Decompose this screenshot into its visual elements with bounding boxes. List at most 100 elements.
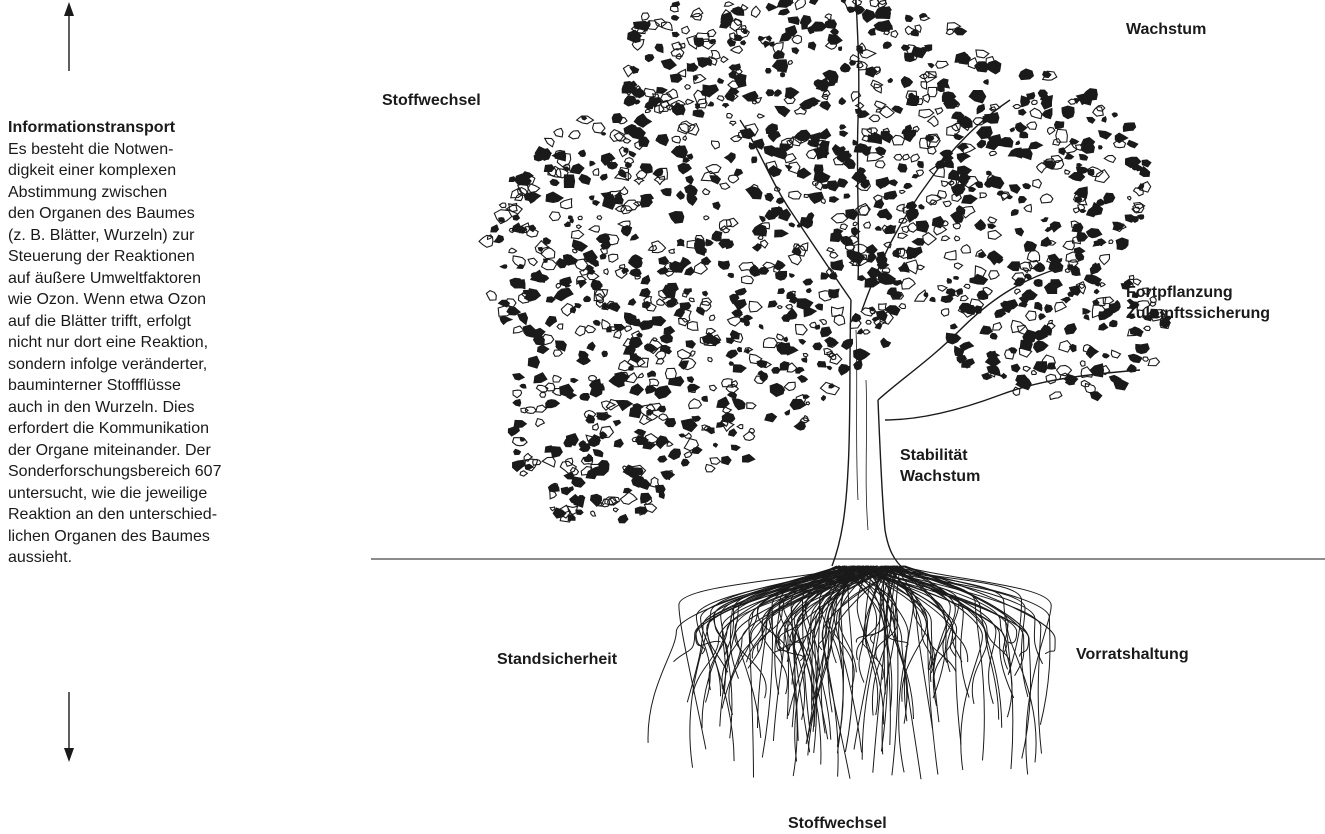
leaf-cluster xyxy=(900,190,905,193)
leaf-cluster xyxy=(641,275,650,284)
leaf-cluster xyxy=(763,41,769,47)
leaf-cluster xyxy=(806,402,809,405)
leaf-cluster xyxy=(741,29,745,33)
leaf-cluster xyxy=(499,218,505,222)
leaf-cluster xyxy=(827,181,839,191)
leaf-cluster xyxy=(829,289,839,298)
leaf-cluster xyxy=(767,193,772,196)
label-reproduction-line-1: Fortpflanzung xyxy=(1126,282,1270,303)
leaf-cluster xyxy=(633,404,643,411)
leaf-cluster xyxy=(1080,361,1085,367)
leaf-cluster xyxy=(1097,239,1105,246)
leaf-cluster xyxy=(876,109,881,112)
leaf-cluster xyxy=(536,405,547,412)
leaf-cluster xyxy=(858,276,865,281)
leaf-cluster xyxy=(788,17,799,25)
leaf-cluster xyxy=(893,292,902,299)
label-reproduction-line-2: Zukunftssicherung xyxy=(1126,303,1270,324)
leaf-cluster xyxy=(636,94,641,98)
leaf-cluster xyxy=(507,307,516,314)
leaf-cluster xyxy=(684,433,691,438)
leaf-cluster xyxy=(672,16,679,21)
leaf-cluster xyxy=(1087,229,1102,238)
leaf-cluster xyxy=(854,349,870,361)
leaf-cluster xyxy=(735,169,743,176)
leaf-cluster xyxy=(737,347,741,351)
leaf-cluster xyxy=(892,135,905,145)
leaf-cluster xyxy=(822,94,828,99)
leaf-cluster xyxy=(941,309,949,316)
leaf-cluster xyxy=(1010,185,1021,194)
leaf-cluster xyxy=(669,249,675,253)
leaf-cluster xyxy=(875,226,881,230)
leaf-cluster xyxy=(853,140,857,145)
leaf-cluster xyxy=(753,244,761,251)
leaf-cluster xyxy=(1099,323,1108,330)
leaf-cluster xyxy=(841,0,845,3)
leaf-cluster xyxy=(561,199,572,209)
leaf-cluster xyxy=(655,386,671,399)
leaf-cluster xyxy=(726,350,737,358)
leaf-cluster xyxy=(789,191,802,199)
leaf-cluster xyxy=(1055,121,1064,128)
leaf-cluster xyxy=(920,14,927,18)
leaf-cluster xyxy=(629,338,642,349)
leaf-cluster xyxy=(632,474,637,478)
leaf-cluster xyxy=(810,322,817,328)
leaf-cluster xyxy=(540,392,546,397)
leaf-cluster xyxy=(1130,327,1142,336)
leaf-cluster xyxy=(676,103,680,108)
leaf-cluster xyxy=(584,454,592,461)
leaf-cluster xyxy=(579,174,591,184)
leaf-cluster xyxy=(725,153,735,163)
leaf-cluster xyxy=(761,240,768,248)
leaf-cluster xyxy=(685,267,695,275)
leaf-cluster xyxy=(501,265,507,268)
leaf-cluster xyxy=(760,216,765,222)
leaf-cluster xyxy=(828,35,842,45)
leaf-cluster xyxy=(577,280,586,287)
leaf-cluster xyxy=(831,214,847,223)
leaf-cluster xyxy=(710,315,715,320)
leaf-cluster xyxy=(741,41,746,45)
leaf-cluster xyxy=(618,515,628,523)
leaf-cluster xyxy=(518,313,528,325)
label-trunk-line-2: Wachstum xyxy=(900,466,980,487)
leaf-cluster xyxy=(777,306,782,309)
leaf-cluster xyxy=(839,98,845,105)
leaf-cluster xyxy=(729,429,737,436)
leaf-cluster xyxy=(577,356,590,365)
leaf-cluster xyxy=(1077,167,1089,173)
leaf-cluster xyxy=(1024,205,1032,213)
leaf-cluster xyxy=(641,197,653,207)
leaf-cluster xyxy=(768,301,777,307)
leaf-cluster xyxy=(725,2,734,6)
leaf-cluster xyxy=(708,102,713,106)
leaf-cluster xyxy=(528,258,537,266)
leaf-cluster xyxy=(838,179,848,187)
leaf-cluster xyxy=(718,78,724,83)
leaf-cluster xyxy=(1065,153,1074,159)
leaf-cluster xyxy=(607,163,618,170)
leaf-cluster xyxy=(766,69,771,73)
leaf-cluster xyxy=(591,494,602,506)
leaf-cluster xyxy=(538,345,549,353)
leaf-cluster xyxy=(977,127,993,139)
leaf-cluster xyxy=(604,269,608,275)
leaf-cluster xyxy=(954,277,959,280)
leaf-cluster xyxy=(1030,108,1042,118)
leaf-cluster xyxy=(1045,305,1053,313)
leaf-cluster xyxy=(728,392,737,398)
leaf-cluster xyxy=(1032,100,1038,104)
leaf-cluster xyxy=(669,449,681,460)
leaf-cluster xyxy=(1015,289,1021,294)
leaf-cluster xyxy=(820,129,831,139)
leaf-cluster xyxy=(1013,105,1021,109)
leaf-cluster xyxy=(685,85,691,90)
leaf-cluster xyxy=(640,289,650,298)
leaf-cluster xyxy=(578,496,585,501)
leaf-cluster xyxy=(588,269,595,274)
leaf-cluster xyxy=(1110,320,1117,326)
leaf-cluster xyxy=(862,10,875,23)
